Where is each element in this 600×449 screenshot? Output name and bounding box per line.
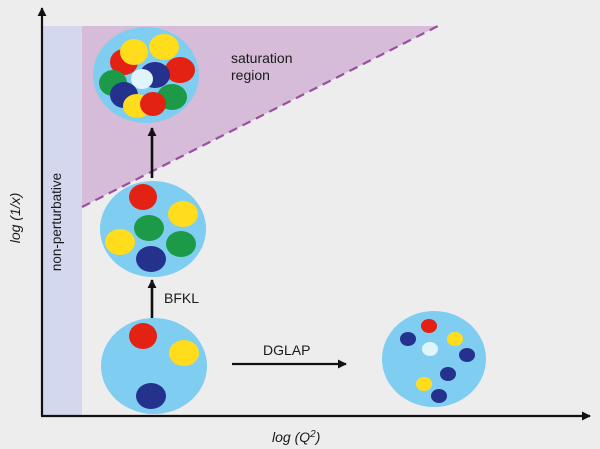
x-axis-label-suffix: ) [314, 429, 321, 445]
gluon-green [166, 231, 196, 257]
saturation-label-line2: region [231, 67, 270, 83]
gluon-red [129, 184, 157, 210]
proton-low-x [100, 181, 206, 277]
x-axis-label-sup: 2 [309, 429, 316, 440]
gluon-navy [440, 367, 456, 381]
proton-high-q2 [382, 311, 486, 407]
gluon-red [140, 92, 166, 116]
x-axis-label-prefix: log ( [272, 429, 301, 445]
gluon-yellow [447, 332, 463, 346]
y-axis-label: log (1/x) [7, 193, 23, 244]
gluon-light [422, 342, 438, 356]
gluon-red [165, 57, 195, 83]
gluon-yellow [149, 34, 179, 60]
gluon-yellow [416, 377, 432, 391]
x-axis-label: log (Q2) [272, 429, 320, 446]
non-perturbative-label: non-perturbative [49, 173, 64, 271]
gluon-green [134, 215, 164, 241]
gluon-navy [136, 383, 166, 409]
gluon-red [421, 319, 437, 333]
gluon-yellow [105, 229, 135, 255]
proton-low-density [101, 318, 207, 414]
bfkl-label: BFKL [164, 290, 199, 306]
gluon-navy [431, 389, 447, 403]
gluon-navy [459, 348, 475, 362]
non-perturbative-band [42, 26, 82, 416]
proton-saturated [93, 27, 199, 123]
gluon-yellow [169, 340, 199, 366]
gluon-yellow [168, 201, 198, 227]
gluon-red [129, 323, 157, 349]
dglap-label: DGLAP [263, 342, 310, 358]
saturation-boundary [81, 25, 439, 208]
saturation-label: saturation region [231, 50, 296, 83]
gluon-navy [400, 332, 416, 346]
saturation-label-line1: saturation [231, 50, 292, 66]
gluon-light [131, 69, 153, 89]
x-axis-label-var: Q [299, 429, 310, 445]
gluon-navy [136, 246, 166, 272]
gluon-yellow [120, 39, 148, 65]
